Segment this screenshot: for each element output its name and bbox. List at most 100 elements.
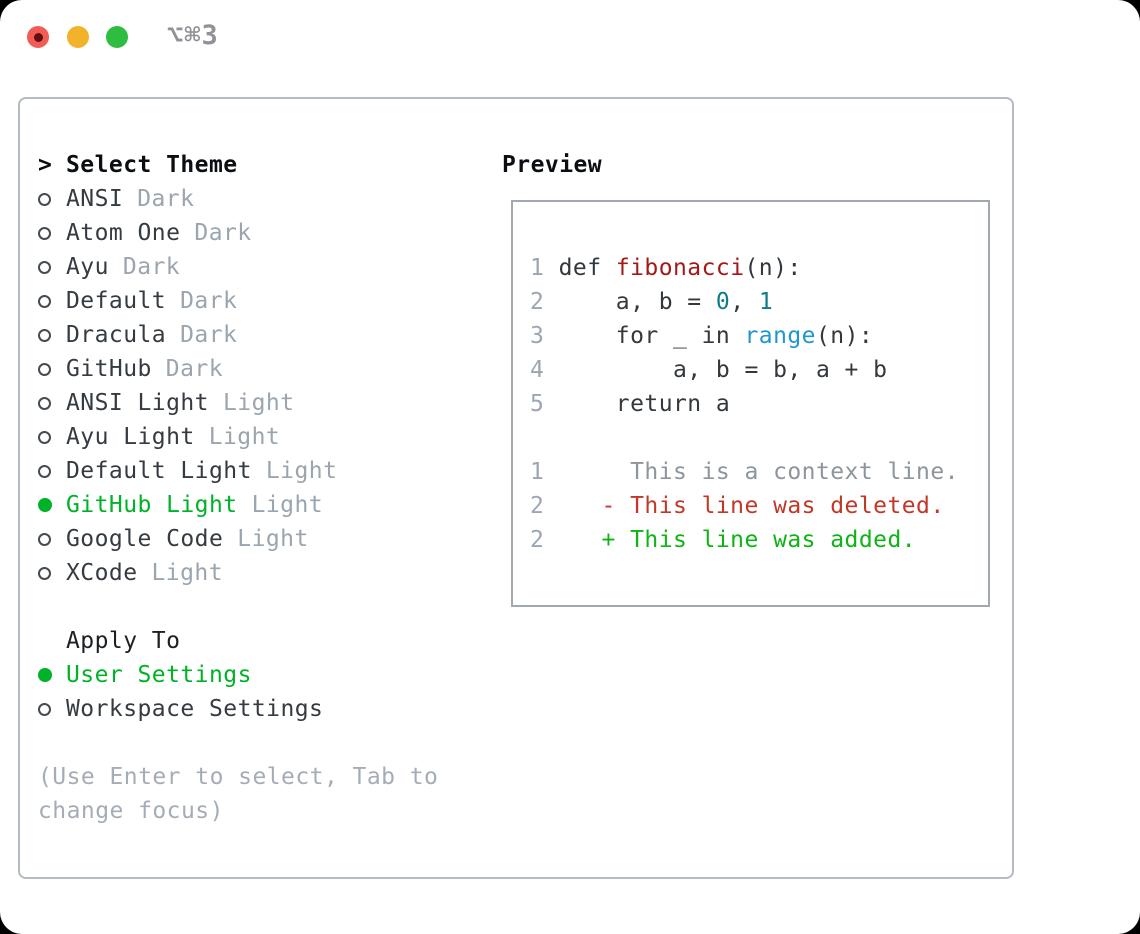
apply-to-option-label: Workspace Settings (66, 696, 324, 722)
close-dot-icon (33, 32, 43, 42)
code-token: (n): (815, 323, 874, 349)
preview-line: 5 return a (530, 387, 988, 421)
radio-icon (38, 702, 51, 716)
preview-line (530, 421, 988, 455)
theme-variant-tag: Dark (180, 322, 238, 348)
theme-option[interactable]: Ayu Dark (38, 250, 438, 284)
theme-option[interactable]: Dracula Dark (38, 318, 438, 352)
code-token: 0 (715, 289, 731, 315)
theme-name: Default (66, 288, 167, 314)
theme-name: Atom One (66, 220, 181, 246)
radio-icon (38, 294, 51, 308)
prompt-icon: > (38, 152, 53, 178)
theme-option[interactable]: ANSI Light Light (38, 386, 438, 420)
radio-icon (38, 362, 51, 376)
theme-variant-tag: Light (265, 458, 338, 484)
radio-icon (38, 430, 51, 444)
theme-name: XCode (66, 560, 138, 586)
radio-icon (38, 396, 51, 410)
spacer (38, 590, 438, 624)
hint-line: change focus) (38, 798, 224, 824)
code-token: (n): (744, 255, 802, 281)
apply-to-option-label: User Settings (66, 662, 252, 688)
theme-variant-tag: Dark (137, 186, 195, 212)
preview-line: 3 for _ in range(n): (530, 319, 988, 353)
select-theme-header: > Select Theme (38, 148, 438, 182)
preview-line: 2 - This line was deleted. (530, 489, 988, 523)
preview-header: Preview (502, 152, 603, 178)
theme-option[interactable]: GitHub Light Light (38, 488, 438, 522)
line-number: 1 (530, 255, 545, 281)
apply-to-header: Apply To (38, 624, 438, 658)
theme-variant-tag: Dark (122, 254, 181, 280)
line-number: 2 (530, 493, 545, 519)
theme-name: Dracula (66, 322, 167, 348)
theme-name: Ayu Light (66, 424, 195, 450)
hint-text: (Use Enter to select, Tab to change focu… (38, 760, 438, 828)
spacer (38, 726, 438, 760)
window-shortcut-label: ⌥⌘3 (167, 20, 219, 51)
theme-option[interactable]: Default Dark (38, 284, 438, 318)
theme-option[interactable]: Ayu Light Light (38, 420, 438, 454)
code-token: def (544, 255, 616, 281)
code-token: range (744, 323, 816, 349)
theme-name: ANSI Light (66, 390, 209, 416)
theme-variant-tag: Light (251, 492, 324, 518)
radio-icon (38, 532, 51, 546)
code-token: - This line was deleted. (544, 493, 945, 519)
preview-line: 2 + This line was added. (530, 523, 988, 557)
apply-to-option[interactable]: User Settings (38, 658, 438, 692)
theme-variant-tag: Dark (180, 288, 238, 314)
theme-name: Default Light (66, 458, 252, 484)
theme-option[interactable]: Default Light Light (38, 454, 438, 488)
theme-variant-tag: Dark (194, 220, 252, 246)
apply-to-title: Apply To (66, 628, 181, 654)
line-number: 2 (530, 527, 545, 553)
code-token: a, b = (544, 289, 716, 315)
code-token: , (730, 289, 759, 315)
theme-variant-tag: Light (151, 560, 223, 586)
apply-to-option[interactable]: Workspace Settings (38, 692, 438, 726)
window-titlebar: ⌥⌘3 (0, 0, 1140, 74)
line-number: 5 (530, 391, 545, 417)
select-theme-title: Select Theme (66, 152, 238, 178)
radio-icon (38, 226, 51, 240)
radio-icon (38, 192, 51, 206)
hint-line: (Use Enter to select, Tab to (38, 764, 439, 790)
close-button[interactable] (27, 26, 49, 48)
theme-name: ANSI (66, 186, 124, 212)
preview-line: 4 a, b = b, a + b (530, 353, 988, 387)
line-number: 1 (530, 459, 545, 485)
radio-icon (38, 260, 51, 274)
line-number: 4 (530, 357, 545, 383)
code-token: a, b = b, a + b (544, 357, 888, 383)
theme-variant-tag: Light (208, 424, 281, 450)
code-token: fibonacci (615, 255, 745, 281)
code-token: 1 (758, 289, 774, 315)
preview-line: 1 This is a context line. (530, 455, 988, 489)
radio-selected-icon (38, 668, 52, 682)
line-number: 2 (530, 289, 545, 315)
theme-name: Ayu (66, 254, 109, 280)
theme-option[interactable]: ANSI Dark (38, 182, 438, 216)
theme-option[interactable]: Atom One Dark (38, 216, 438, 250)
line-number: 3 (530, 323, 545, 349)
theme-name: Google Code (66, 526, 224, 552)
zoom-button[interactable] (106, 26, 128, 48)
preview-line: 1 def fibonacci(n): (530, 251, 988, 285)
code-token: return a (544, 391, 731, 417)
radio-icon (38, 328, 51, 342)
theme-name: GitHub Light (66, 492, 238, 518)
code-token: This is a context line. (544, 459, 959, 485)
theme-variant-tag: Light (222, 390, 295, 416)
radio-icon (38, 464, 51, 478)
minimize-button[interactable] (67, 26, 89, 48)
theme-option[interactable]: XCode Light (38, 556, 438, 590)
